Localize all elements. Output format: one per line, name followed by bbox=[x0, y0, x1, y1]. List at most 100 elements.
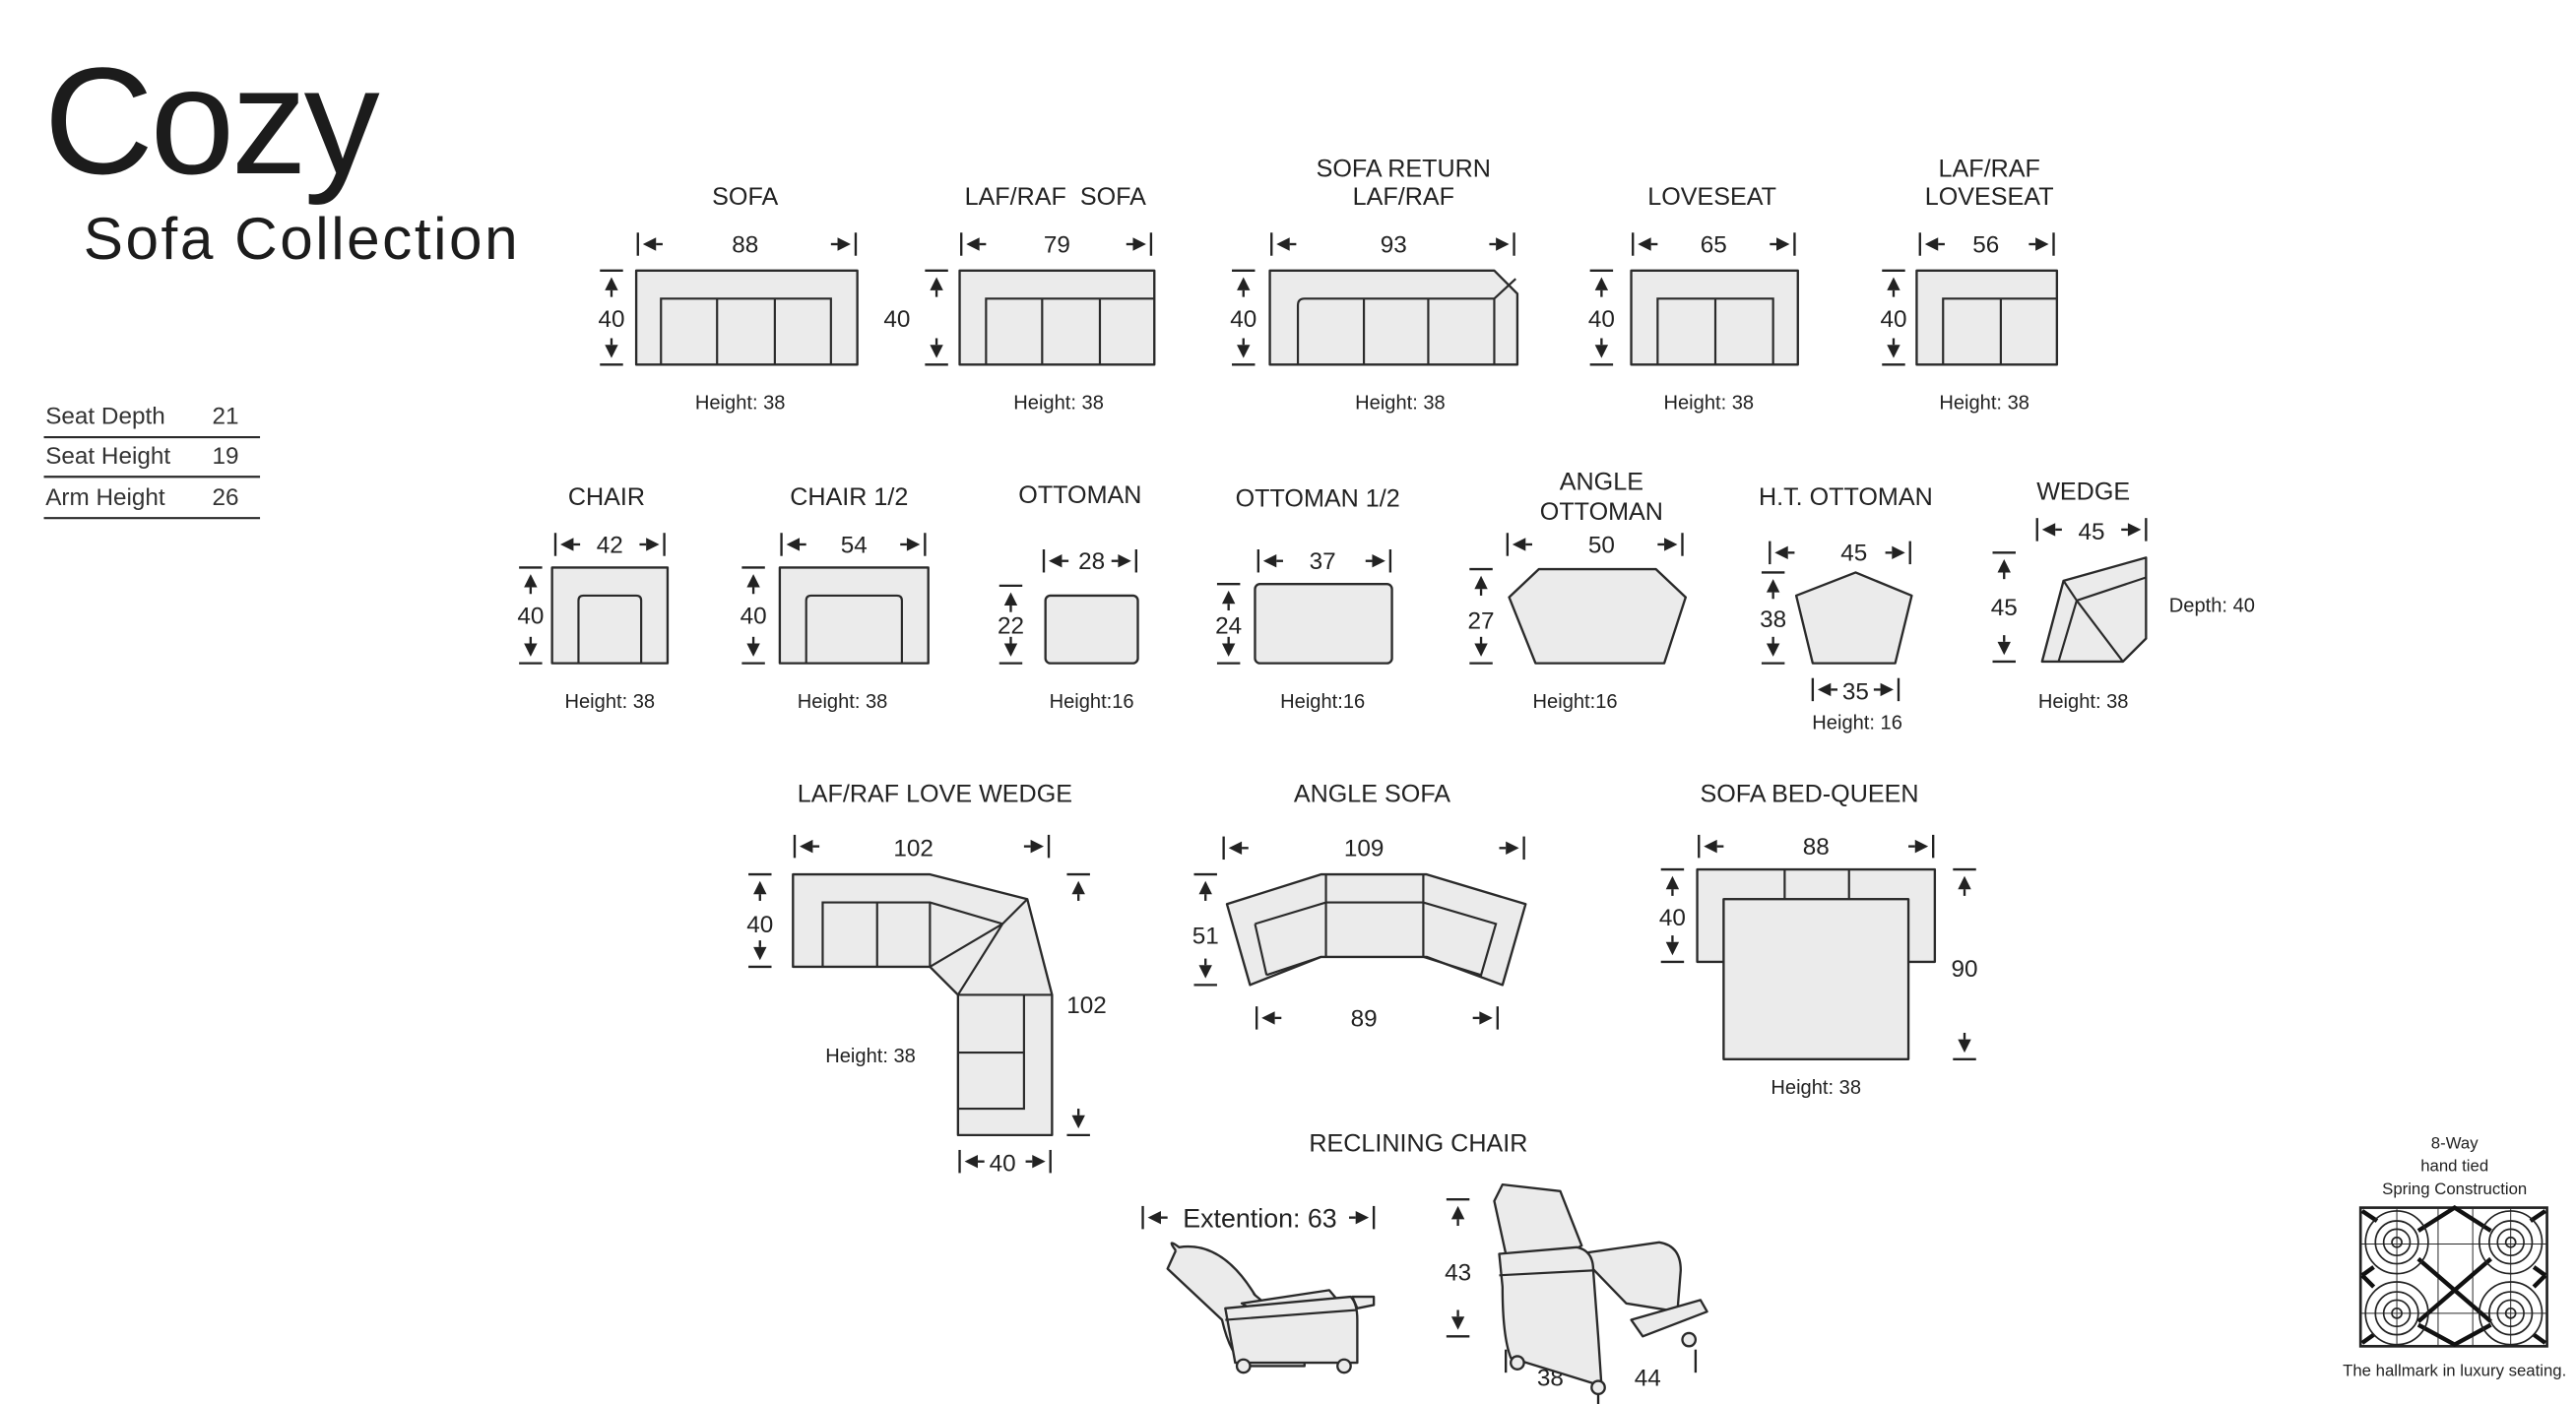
height-label: Height:16 bbox=[1050, 691, 1134, 713]
item-title-line2: LAF/RAF bbox=[1353, 183, 1454, 211]
dimension-arrow-icon bbox=[524, 643, 538, 657]
spring-coil-icon bbox=[2488, 1291, 2534, 1336]
dimension-arrow-icon bbox=[1958, 1039, 1971, 1053]
item-title-line2: OTTOMAN bbox=[1540, 498, 1663, 526]
bottom-width-value: 35 bbox=[1842, 678, 1869, 705]
dimension-arrow-icon bbox=[1003, 643, 1018, 657]
dimension-arrow-icon bbox=[1071, 1115, 1085, 1129]
width-value: 50 bbox=[1588, 532, 1615, 558]
dimension-arrow-icon bbox=[1664, 538, 1678, 551]
item-laf-raf-loveseat: LAF/RAF LOVESEAT 56 40 Height: 38 bbox=[1880, 155, 2059, 415]
width-value: 88 bbox=[1803, 834, 1830, 861]
width-value: 37 bbox=[1310, 548, 1336, 575]
depth-value: 40 bbox=[1588, 306, 1615, 333]
dimension-markers bbox=[519, 232, 2148, 1404]
depth-value: 40 bbox=[741, 603, 767, 629]
dimension-arrow-icon bbox=[1887, 277, 1900, 290]
item-reclining-chair: RECLINING CHAIR Extention: 63 43 38 44 bbox=[1166, 1130, 1708, 1396]
width-value: 88 bbox=[732, 231, 758, 258]
item-title: SOFA BED-QUEEN bbox=[1701, 780, 1919, 807]
dimension-arrow-icon bbox=[524, 574, 538, 588]
item-title: RECLINING CHAIR bbox=[1309, 1130, 1527, 1158]
dimension-arrow-icon bbox=[1262, 554, 1277, 568]
collection-subtitle: Sofa Collection bbox=[84, 205, 520, 272]
length-value: 102 bbox=[1066, 992, 1107, 1019]
item-chair-half: CHAIR 1/2 54 40 Height: 38 bbox=[741, 483, 930, 713]
height-label: Height: 38 bbox=[564, 691, 655, 713]
dimension-arrow-icon bbox=[930, 277, 943, 290]
depth-value: 24 bbox=[1215, 612, 1242, 639]
depth-value: 40 bbox=[883, 306, 910, 333]
item-title: LOVESEAT bbox=[1647, 183, 1776, 211]
item-title: WEDGE bbox=[2036, 479, 2130, 506]
item-title: H.T. OTTOMAN bbox=[1759, 483, 1933, 511]
item-title: LAF/RAF LOVE WEDGE bbox=[798, 780, 1072, 807]
dimension-arrow-icon bbox=[1221, 643, 1236, 657]
width-value: 65 bbox=[1701, 231, 1727, 258]
item-love-wedge: LAF/RAF LOVE WEDGE 102 40 102 40 Height:… bbox=[746, 780, 1107, 1177]
dimension-arrow-icon bbox=[1638, 237, 1651, 251]
spec-label: Seat Depth bbox=[45, 404, 165, 430]
dimension-arrow-icon bbox=[1228, 841, 1243, 855]
height-label: Height: 16 bbox=[1812, 713, 1902, 734]
dimension-arrow-icon bbox=[1474, 643, 1488, 657]
arm-width-value: 40 bbox=[990, 1151, 1016, 1178]
dimension-arrow-icon bbox=[2035, 237, 2049, 251]
dimension-arrow-icon bbox=[1132, 237, 1146, 251]
spring-line2: hand tied bbox=[2420, 1157, 2488, 1176]
depth-label: Depth: 40 bbox=[2169, 596, 2255, 617]
dimension-arrow-icon bbox=[1997, 559, 2011, 573]
spring-coil-icon bbox=[2382, 1299, 2412, 1328]
item-title: CHAIR 1/2 bbox=[790, 483, 908, 511]
dimension-arrow-icon bbox=[1924, 237, 1939, 251]
dimension-arrow-icon bbox=[605, 277, 618, 290]
dimension-arrow-icon bbox=[560, 538, 574, 551]
dimension-arrow-icon bbox=[1766, 579, 1780, 593]
dimension-arrow-icon bbox=[1958, 875, 1971, 890]
dimension-arrow-icon bbox=[1704, 839, 1717, 854]
item-ht-ottoman: H.T. OTTOMAN 45 38 35 Height: 16 bbox=[1759, 483, 1933, 734]
dimension-arrow-icon bbox=[753, 946, 767, 961]
depth-value: 40 bbox=[1880, 306, 1906, 333]
dimension-arrow-icon bbox=[1880, 682, 1894, 697]
depth-value: 40 bbox=[1230, 306, 1256, 333]
dimension-arrow-icon bbox=[2041, 523, 2056, 537]
dimension-arrow-icon bbox=[1892, 545, 1905, 560]
width-value: 28 bbox=[1078, 548, 1105, 575]
width-value: 109 bbox=[1344, 836, 1385, 862]
dimension-arrow-icon bbox=[1003, 592, 1018, 606]
dimension-arrow-icon bbox=[1914, 839, 1929, 854]
item-title: CHAIR bbox=[568, 483, 645, 511]
spring-coil-icon bbox=[2364, 1210, 2429, 1275]
dimension-arrow-icon bbox=[964, 1154, 978, 1169]
dimension-arrow-icon bbox=[1237, 345, 1251, 358]
open-depth-value: 90 bbox=[1952, 956, 1978, 983]
spec-value: 19 bbox=[212, 443, 238, 470]
item-wedge: WEDGE 45 45 Depth: 40 Height: 38 bbox=[1991, 479, 2255, 713]
spring-construction-badge: 8-Way hand tied Spring Construction The … bbox=[2343, 1133, 2566, 1379]
dimension-arrow-icon bbox=[1997, 641, 2011, 656]
spring-coil-icon bbox=[2496, 1228, 2525, 1257]
dimension-arrow-icon bbox=[1766, 643, 1780, 657]
width-value: 45 bbox=[2079, 519, 2105, 545]
depth-value: 40 bbox=[598, 306, 624, 333]
dimension-arrow-icon bbox=[1479, 1011, 1493, 1025]
depth-value: 22 bbox=[998, 612, 1024, 639]
item-title-line1: SOFA RETURN bbox=[1317, 155, 1491, 182]
spring-coil-icon bbox=[2496, 1299, 2525, 1328]
item-title-line1: ANGLE bbox=[1560, 469, 1643, 496]
height-label: Height: 38 bbox=[695, 393, 786, 415]
height-label: Height: 38 bbox=[825, 1046, 916, 1067]
dimension-arrow-icon bbox=[1221, 590, 1236, 605]
brand-title: Cozy bbox=[44, 35, 380, 206]
item-sofa: SOFA 88 40 Height: 38 bbox=[598, 183, 859, 415]
spring-coil-icon bbox=[2391, 1307, 2403, 1319]
spec-value: 26 bbox=[212, 484, 238, 511]
depth-value: 38 bbox=[1760, 606, 1786, 633]
inner-width-value: 89 bbox=[1351, 1005, 1378, 1032]
dimension-arrow-icon bbox=[1372, 554, 1385, 568]
spring-diagram-icon bbox=[2358, 1205, 2548, 1348]
item-title: OTTOMAN bbox=[1018, 481, 1141, 509]
item-chair: CHAIR 42 40 Height: 38 bbox=[517, 483, 670, 713]
dimension-arrow-icon bbox=[930, 345, 943, 358]
